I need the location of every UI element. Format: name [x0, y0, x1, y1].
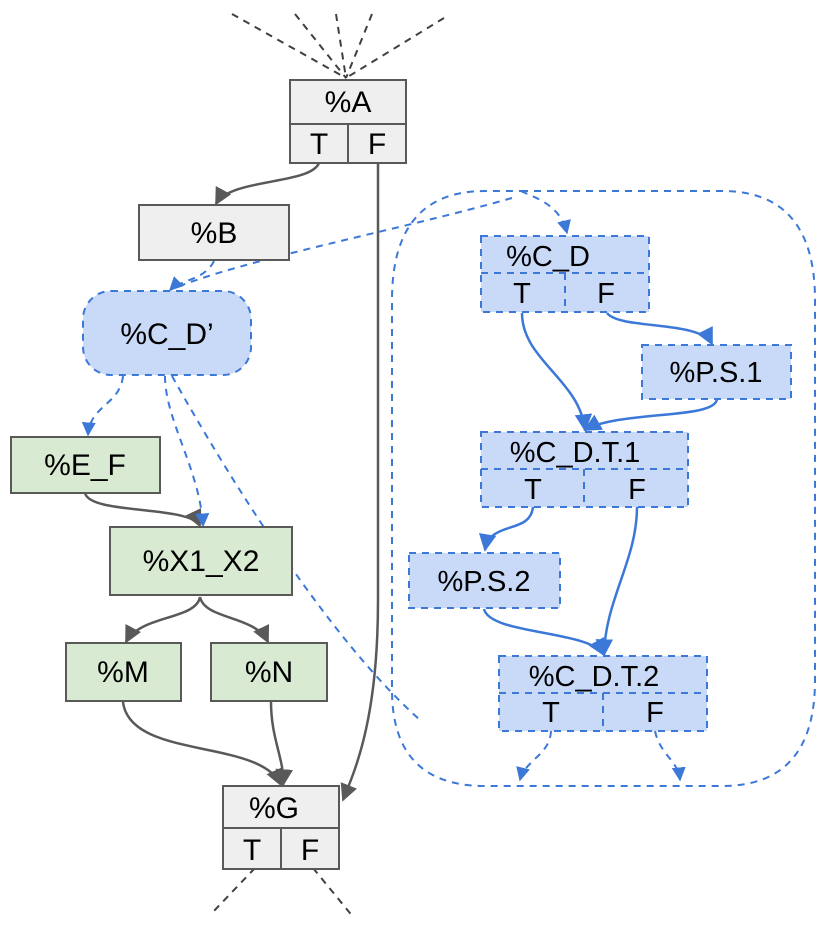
node-a[interactable]: %A T F [289, 79, 407, 164]
node-cd-true-label: T [513, 278, 531, 310]
node-ps1-label: %P.S.1 [670, 357, 763, 389]
node-g-true-label: T [243, 834, 261, 867]
node-ef-label: %E_F [44, 449, 126, 482]
node-cd-label: %C_D [506, 241, 590, 273]
node-g-false-label: F [301, 834, 319, 867]
left-solid-edges [83, 162, 380, 802]
node-a-true-label: T [310, 128, 328, 161]
node-cd-prime-label: %C_D’ [120, 318, 213, 351]
external-edges [211, 13, 445, 919]
node-ps1[interactable]: %P.S.1 [641, 344, 792, 400]
node-n-label: %N [245, 656, 293, 689]
node-cdt2[interactable]: %C_D.T.2 T F [498, 655, 708, 732]
node-x1x2[interactable]: %X1_X2 [109, 526, 293, 596]
node-cdt2-false-label: F [646, 697, 664, 729]
node-n[interactable]: %N [210, 642, 328, 702]
expansion-region [391, 190, 816, 787]
node-ps2-label: %P.S.2 [438, 566, 531, 598]
node-ps2[interactable]: %P.S.2 [408, 552, 561, 609]
node-m-label: %M [97, 656, 149, 689]
node-cdt1-label: %C_D.T.1 [510, 437, 641, 469]
node-a-false-label: F [368, 128, 386, 161]
node-a-label: %A [325, 86, 372, 119]
node-cdt2-true-label: T [542, 697, 560, 729]
node-g[interactable]: %G T F [222, 785, 340, 870]
node-cd-false-label: F [597, 278, 615, 310]
node-cd[interactable]: %C_D T F [480, 235, 650, 313]
node-x1x2-label: %X1_X2 [143, 545, 260, 578]
node-cdt2-label: %C_D.T.2 [529, 661, 660, 693]
node-m[interactable]: %M [65, 642, 182, 702]
node-cdt1[interactable]: %C_D.T.1 T F [480, 431, 689, 508]
node-ef[interactable]: %E_F [10, 436, 161, 494]
node-b[interactable]: %B [138, 204, 290, 261]
right-solid-edges [478, 312, 719, 657]
node-b-label: %B [191, 217, 238, 250]
node-g-label: %G [249, 792, 299, 825]
node-cdt1-false-label: F [628, 474, 646, 506]
node-cdt1-true-label: T [524, 474, 542, 506]
right-exit-edges [516, 730, 686, 782]
node-cd-prime[interactable]: %C_D’ [82, 290, 252, 376]
